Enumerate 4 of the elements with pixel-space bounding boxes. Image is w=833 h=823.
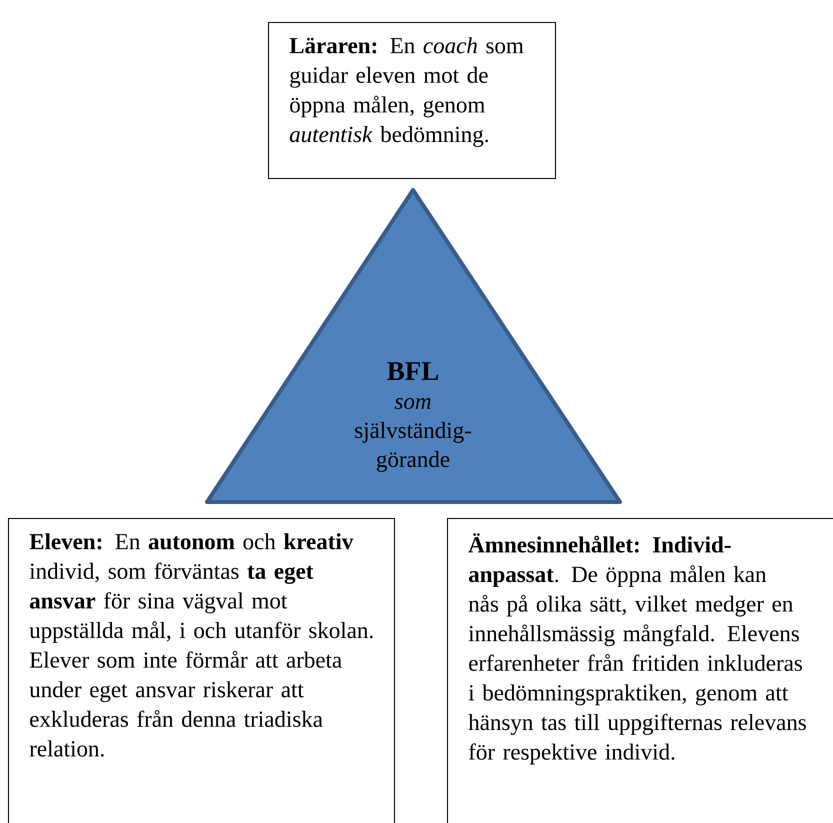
text-box: Läraren: En coach som guidar eleven mot de öppna målen, genom autentisk bedömning. <box>268 22 556 179</box>
triangle: BFL som självständig- görande <box>205 188 622 504</box>
text-box: Ämnesinnehållet: Individ- anpassat. De öppna målen kan nås på olika sätt, vilket medger en innehållsmässig mångfald. Elevens erfarenheter från fritiden inkluderas i bedömningspraktiken, genom att hänsyn tas till uppgifternas relevans för respektive individ. <box>447 518 833 823</box>
text-box: Eleven: En autonom och kreativ individ, som förväntas ta eget ansvar för sina vägval mot uppställda mål, i och utanför skolan. Elever som inte förmår att arbeta under eget ansvar riskerar att exkluderas från denna triadiska relation. <box>8 518 395 823</box>
